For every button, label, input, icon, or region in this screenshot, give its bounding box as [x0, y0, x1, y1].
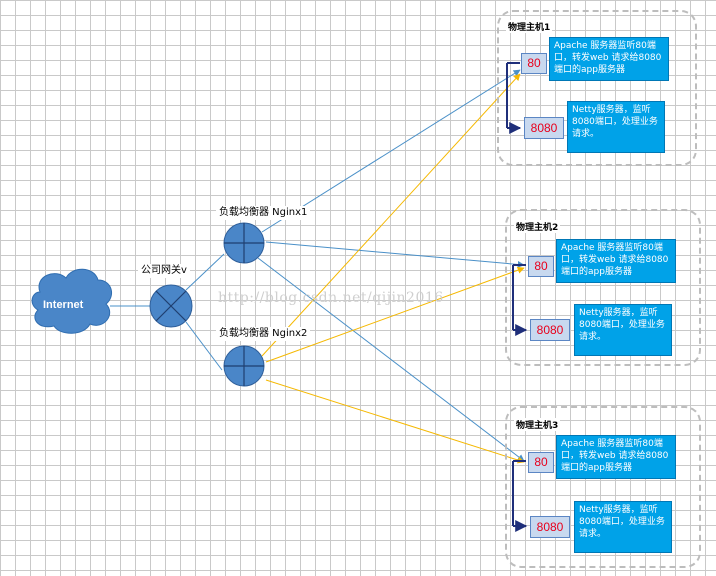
link-nginx1-host3	[257, 257, 525, 462]
link-nginx1-host2	[265, 241, 525, 268]
nginx1-label: 负载均衡器 Nginx1	[216, 206, 311, 220]
host3-apache-desc: Apache 服务器监听80端口，转发web 请求给8080端口的app服务器	[556, 435, 676, 479]
host3-port-link	[512, 460, 528, 532]
link-nginx2-host3	[265, 379, 525, 464]
gateway-node-icon	[149, 284, 193, 328]
host2-box	[505, 209, 701, 366]
host1-apache-port: 80	[521, 53, 547, 74]
host2-title: 物理主机2	[514, 220, 561, 233]
host2-apache-port: 80	[528, 256, 554, 277]
host3-apache-port: 80	[528, 452, 554, 473]
host2-port-link	[512, 264, 528, 336]
gateway-label: 公司网关v	[138, 264, 190, 278]
host1-title: 物理主机1	[506, 20, 553, 33]
host1-box	[497, 10, 697, 166]
host1-netty-port: 8080	[524, 117, 564, 139]
nginx2-label: 负载均衡器 Nginx2	[216, 327, 311, 341]
host3-netty-desc: Netty服务器，监听8080端口，处理业务请求。	[574, 501, 672, 553]
host1-port-link	[506, 62, 522, 134]
internet-label: Internet	[43, 299, 84, 311]
link-gateway-nginx2	[185, 321, 223, 371]
link-nginx2-host1	[261, 73, 521, 357]
internet-cloud-icon	[31, 268, 113, 334]
host3-box	[505, 406, 701, 568]
nginx2-node-icon	[223, 345, 265, 387]
host2-apache-desc: Apache 服务器监听80端口，转发web 请求给8080端口的app服务器	[556, 239, 676, 283]
host2-netty-desc: Netty服务器，监听8080端口，处理业务请求。	[574, 304, 672, 356]
host3-netty-port: 8080	[530, 516, 570, 538]
watermark-text: http://blog.csdn.net/qijin2016	[218, 290, 444, 306]
link-gateway-nginx1	[185, 253, 225, 291]
host2-netty-port: 8080	[530, 319, 570, 341]
host1-netty-desc: Netty服务器，监听8080端口，处理业务请求。	[567, 101, 665, 153]
link-nginx2-host2	[265, 266, 525, 363]
nginx1-node-icon	[223, 222, 265, 264]
host3-title: 物理主机3	[514, 418, 561, 431]
link-nginx1-host1	[261, 69, 521, 233]
host1-apache-desc: Apache 服务器监听80端口，转发web 请求给8080端口的app服务器	[549, 37, 669, 81]
